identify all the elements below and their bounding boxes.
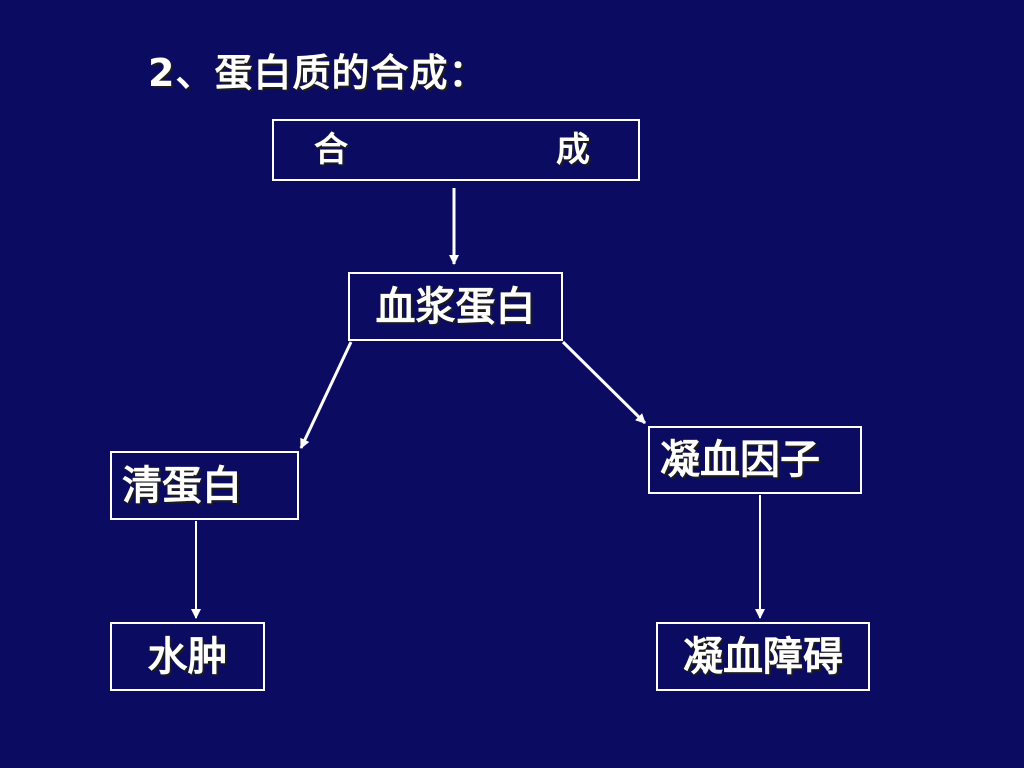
arrow-plasma-to-clotting xyxy=(561,340,647,425)
albumin-label: 清蛋白 xyxy=(122,462,242,509)
coagulation-disorder-label: 凝血障碍 xyxy=(683,633,843,680)
clotting-factor-box: 凝血因子 xyxy=(648,426,862,494)
edema-box: 水肿 xyxy=(110,622,265,691)
synthesis-box: 合 成 xyxy=(272,119,640,181)
arrow-plasma-to-albumin xyxy=(299,341,353,449)
plasma-protein-box: 血浆蛋白 xyxy=(348,272,563,341)
edema-label: 水肿 xyxy=(147,633,228,680)
slide-title: 2、蛋白质的合成： xyxy=(148,51,488,95)
coagulation-disorder-box: 凝血障碍 xyxy=(656,622,870,691)
synthesis-label-right: 成 xyxy=(556,130,590,170)
albumin-box: 清蛋白 xyxy=(110,451,299,520)
synthesis-label-left: 合 xyxy=(314,130,348,170)
clotting-factor-label: 凝血因子 xyxy=(660,437,820,483)
plasma-protein-label: 血浆蛋白 xyxy=(375,283,536,330)
